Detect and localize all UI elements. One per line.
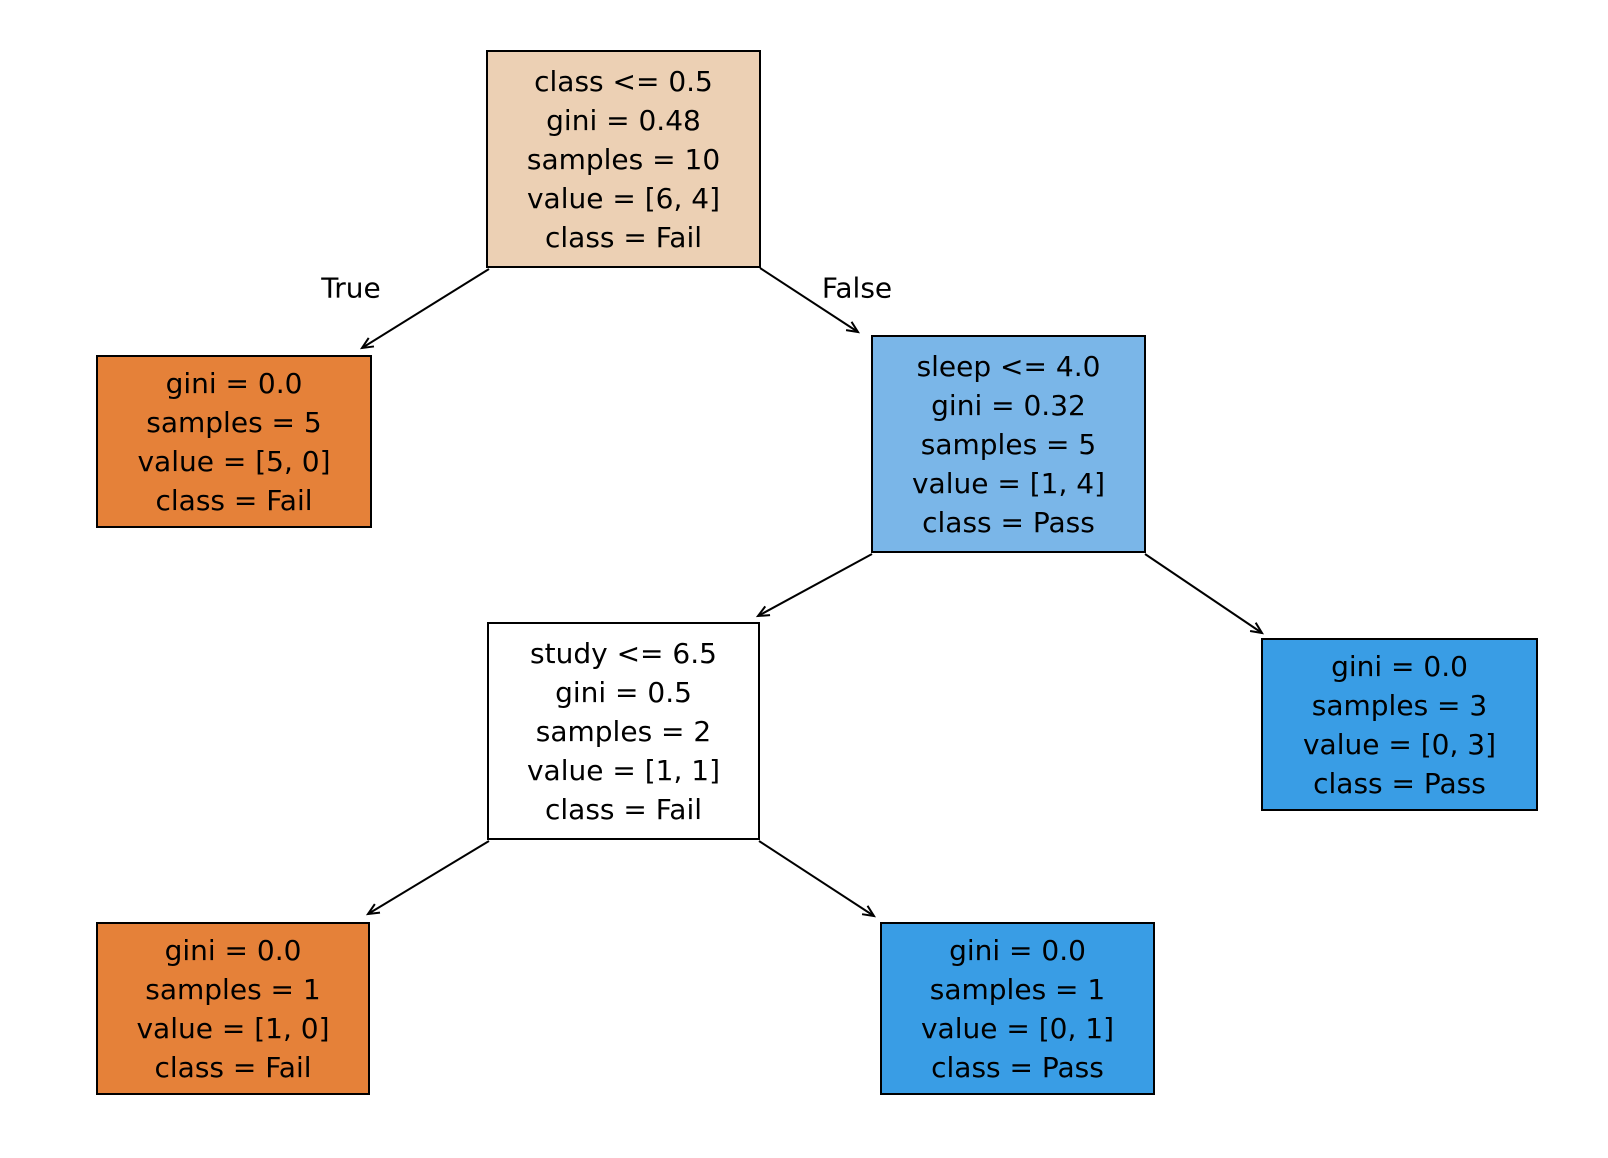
node-samples: samples = 1 [145,972,321,1006]
node-value: value = [0, 1] [920,1011,1115,1045]
node-class: class = Fail [544,220,703,254]
true-branch-label: True [321,271,381,305]
node-gini: gini = 0.5 [555,675,692,709]
tree-node-root: class <= 0.5 gini = 0.48 samples = 10 va… [486,50,761,268]
node-split-rule: study <= 6.5 [530,636,717,670]
tree-node-sleep: sleep <= 4.0 gini = 0.32 samples = 5 val… [871,335,1146,553]
node-samples: samples = 3 [1311,688,1488,722]
node-value: value = [1, 4] [911,466,1106,500]
edge-root-to-node-sleep [759,267,861,334]
node-class: class = Pass [922,505,1095,539]
node-split-rule: sleep <= 4.0 [916,349,1101,383]
node-samples: samples = 10 [526,142,721,176]
node-value: value = [1, 0] [136,1011,330,1045]
false-branch-label: False [821,271,893,305]
edge-study-to-leaf-fail1 [365,840,490,916]
node-samples: samples = 1 [929,972,1106,1006]
tree-leaf-fail-1: gini = 0.0 samples = 1 value = [1, 0] cl… [96,922,370,1095]
node-value: value = [1, 1] [526,753,721,787]
node-gini: gini = 0.0 [164,933,302,967]
node-split-rule: class <= 0.5 [534,64,713,98]
node-value: value = [5, 0] [137,444,331,478]
node-samples: samples = 2 [535,714,712,748]
node-samples: samples = 5 [146,405,322,439]
node-class: class = Fail [155,483,313,517]
tree-leaf-pass-1: gini = 0.0 samples = 1 value = [0, 1] cl… [880,922,1155,1095]
node-class: class = Fail [154,1050,312,1084]
node-gini: gini = 0.0 [1331,649,1468,683]
node-gini: gini = 0.0 [949,933,1086,967]
edge-root-to-leaf-fail5 [359,268,490,350]
node-gini: gini = 0.32 [931,388,1086,422]
tree-node-study: study <= 6.5 gini = 0.5 samples = 2 valu… [487,622,760,840]
edge-study-to-leaf-pass1 [758,840,877,918]
edge-sleep-to-node-study [755,553,873,618]
node-value: value = [6, 4] [526,181,721,215]
tree-leaf-pass-3: gini = 0.0 samples = 3 value = [0, 3] cl… [1261,638,1538,811]
node-gini: gini = 0.48 [546,103,701,137]
node-class: class = Fail [544,792,703,826]
node-gini: gini = 0.0 [165,366,303,400]
node-class: class = Pass [1313,766,1486,800]
tree-leaf-fail-5: gini = 0.0 samples = 5 value = [5, 0] cl… [96,355,372,528]
node-samples: samples = 5 [920,427,1097,461]
node-value: value = [0, 3] [1302,727,1497,761]
node-class: class = Pass [931,1050,1104,1084]
edge-sleep-to-leaf-pass3 [1144,553,1265,635]
